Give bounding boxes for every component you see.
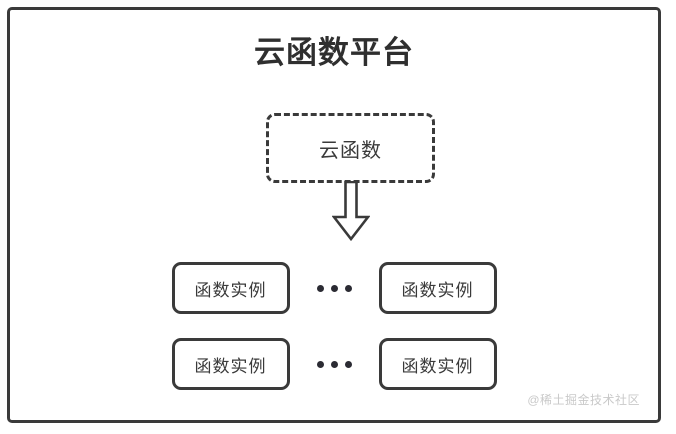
down-block-arrow-icon (331, 180, 371, 242)
ellipsis-indicator (290, 360, 379, 368)
instance-row: 函数实例 函数实例 (10, 338, 658, 390)
function-instance-box: 函数实例 (378, 338, 497, 390)
function-instance-box: 函数实例 (171, 338, 290, 390)
ellipsis-dot (344, 360, 352, 368)
cloud-function-label: 云函数 (319, 139, 382, 162)
ellipsis-dot (316, 360, 324, 368)
function-instance-box: 函数实例 (171, 262, 290, 314)
ellipsis-dot (330, 360, 338, 368)
ellipsis-dot (316, 284, 324, 292)
cloud-function-platform-frame: 云函数平台 云函数 函数实例 函数实例 函数实例 函 (7, 7, 661, 423)
ellipsis-dot (344, 284, 352, 292)
ellipsis-indicator (290, 284, 379, 292)
watermark: @稀土掘金技术社区 (527, 393, 640, 407)
function-instance-box: 函数实例 (378, 262, 497, 314)
ellipsis-dot (330, 284, 338, 292)
instance-row: 函数实例 函数实例 (10, 262, 658, 314)
cloud-function-node: 云函数 (266, 113, 435, 183)
page-title: 云函数平台 (254, 35, 414, 70)
